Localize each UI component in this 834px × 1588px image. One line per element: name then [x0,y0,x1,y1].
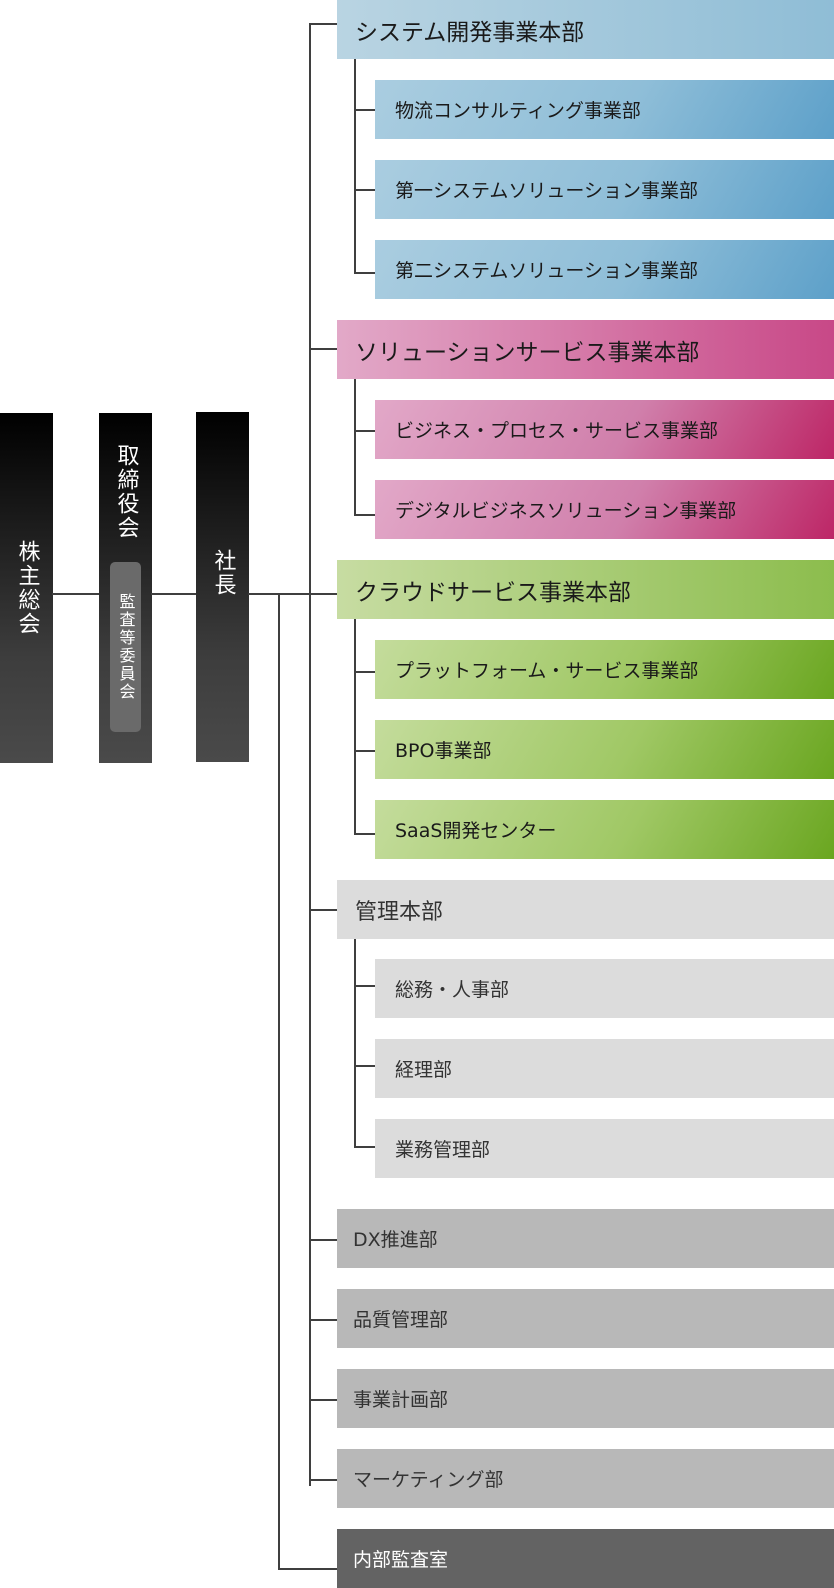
cloud-service-division: クラウドサービス事業本部 [337,560,834,619]
system-development-division: システム開発事業本部 [337,0,834,59]
dept-saas-development-center: SaaS開発センター [375,800,834,859]
internal-audit-label: 内部監査室 [353,1549,449,1571]
dept-bpo: BPO事業部 [375,720,834,779]
dept-label: ビジネス・プロセス・サービス事業部 [395,420,719,442]
connector [309,909,337,911]
dept-digital-business-solution: デジタルビジネスソリューション事業部 [375,480,834,539]
connector [354,189,375,191]
dept-label: プラットフォーム・サービス事業部 [395,660,699,682]
connector [354,750,375,752]
president-label: 社長 [210,549,236,597]
connector [309,1319,337,1321]
connector [354,1146,375,1148]
connector [52,593,99,595]
division-title: システム開発事業本部 [355,19,585,46]
dept-operations-management: 業務管理部 [375,1119,834,1178]
connector [278,593,280,1570]
dept-platform-service: プラットフォーム・サービス事業部 [375,640,834,699]
connector [309,348,337,350]
connector [309,1239,337,1241]
dept-label: BPO事業部 [395,740,492,762]
connector [354,109,375,111]
dept-label: 事業計画部 [353,1389,449,1411]
audit-committee-label: 監査等委員会 [116,593,136,701]
shareholders-meeting-label: 株主総会 [14,540,40,636]
solution-service-division: ソリューションサービス事業本部 [337,320,834,379]
dept-label: 総務・人事部 [395,979,510,1001]
dept-label: 品質管理部 [353,1309,449,1331]
connector [354,379,356,516]
dept-general-affairs-hr: 総務・人事部 [375,959,834,1018]
internal-audit-office: 内部監査室 [337,1529,834,1588]
dept-second-system-solution: 第二システムソリューション事業部 [375,240,834,299]
division-title: ソリューションサービス事業本部 [355,339,700,366]
connector [354,671,375,673]
dept-label: 業務管理部 [395,1139,491,1161]
dept-label: デジタルビジネスソリューション事業部 [395,500,737,522]
dept-business-process-service: ビジネス・プロセス・サービス事業部 [375,400,834,459]
division-title: クラウドサービス事業本部 [355,579,631,606]
connector [278,1568,337,1570]
connector [151,593,196,595]
board-of-directors-box: 取締役会 監査等委員会 [99,413,152,763]
dept-label: 第二システムソリューション事業部 [395,260,699,282]
connector [309,1479,337,1481]
dept-label: 物流コンサルティング事業部 [395,100,641,122]
dept-first-system-solution: 第一システムソリューション事業部 [375,160,834,219]
board-of-directors-label: 取締役会 [113,444,139,540]
connector [354,938,356,1148]
connector [354,272,375,274]
dept-accounting: 経理部 [375,1039,834,1098]
division-title: 管理本部 [355,899,444,925]
connector [354,59,356,274]
connector [354,985,375,987]
administration-division: 管理本部 [337,880,834,939]
connector [354,430,375,432]
dept-dx-promotion: DX推進部 [337,1209,834,1268]
connector [309,23,337,25]
shareholders-meeting-box: 株主総会 [0,413,53,763]
dept-label: マーケティング部 [353,1469,504,1491]
dept-marketing: マーケティング部 [337,1449,834,1508]
connector [354,1065,375,1067]
connector [354,514,375,516]
dept-business-planning: 事業計画部 [337,1369,834,1428]
connector [354,619,356,835]
audit-committee-box: 監査等委員会 [110,562,141,732]
dept-label: 第一システムソリューション事業部 [395,180,699,202]
dept-logistics-consulting: 物流コンサルティング事業部 [375,80,834,139]
dept-label: DX推進部 [353,1229,438,1251]
dept-quality-management: 品質管理部 [337,1289,834,1348]
dept-label: 経理部 [395,1059,453,1081]
connector [248,593,337,595]
dept-label: SaaS開発センター [395,820,557,842]
connector [309,1399,337,1401]
president-box: 社長 [196,412,249,762]
connector [354,833,375,835]
connector [309,23,311,1486]
